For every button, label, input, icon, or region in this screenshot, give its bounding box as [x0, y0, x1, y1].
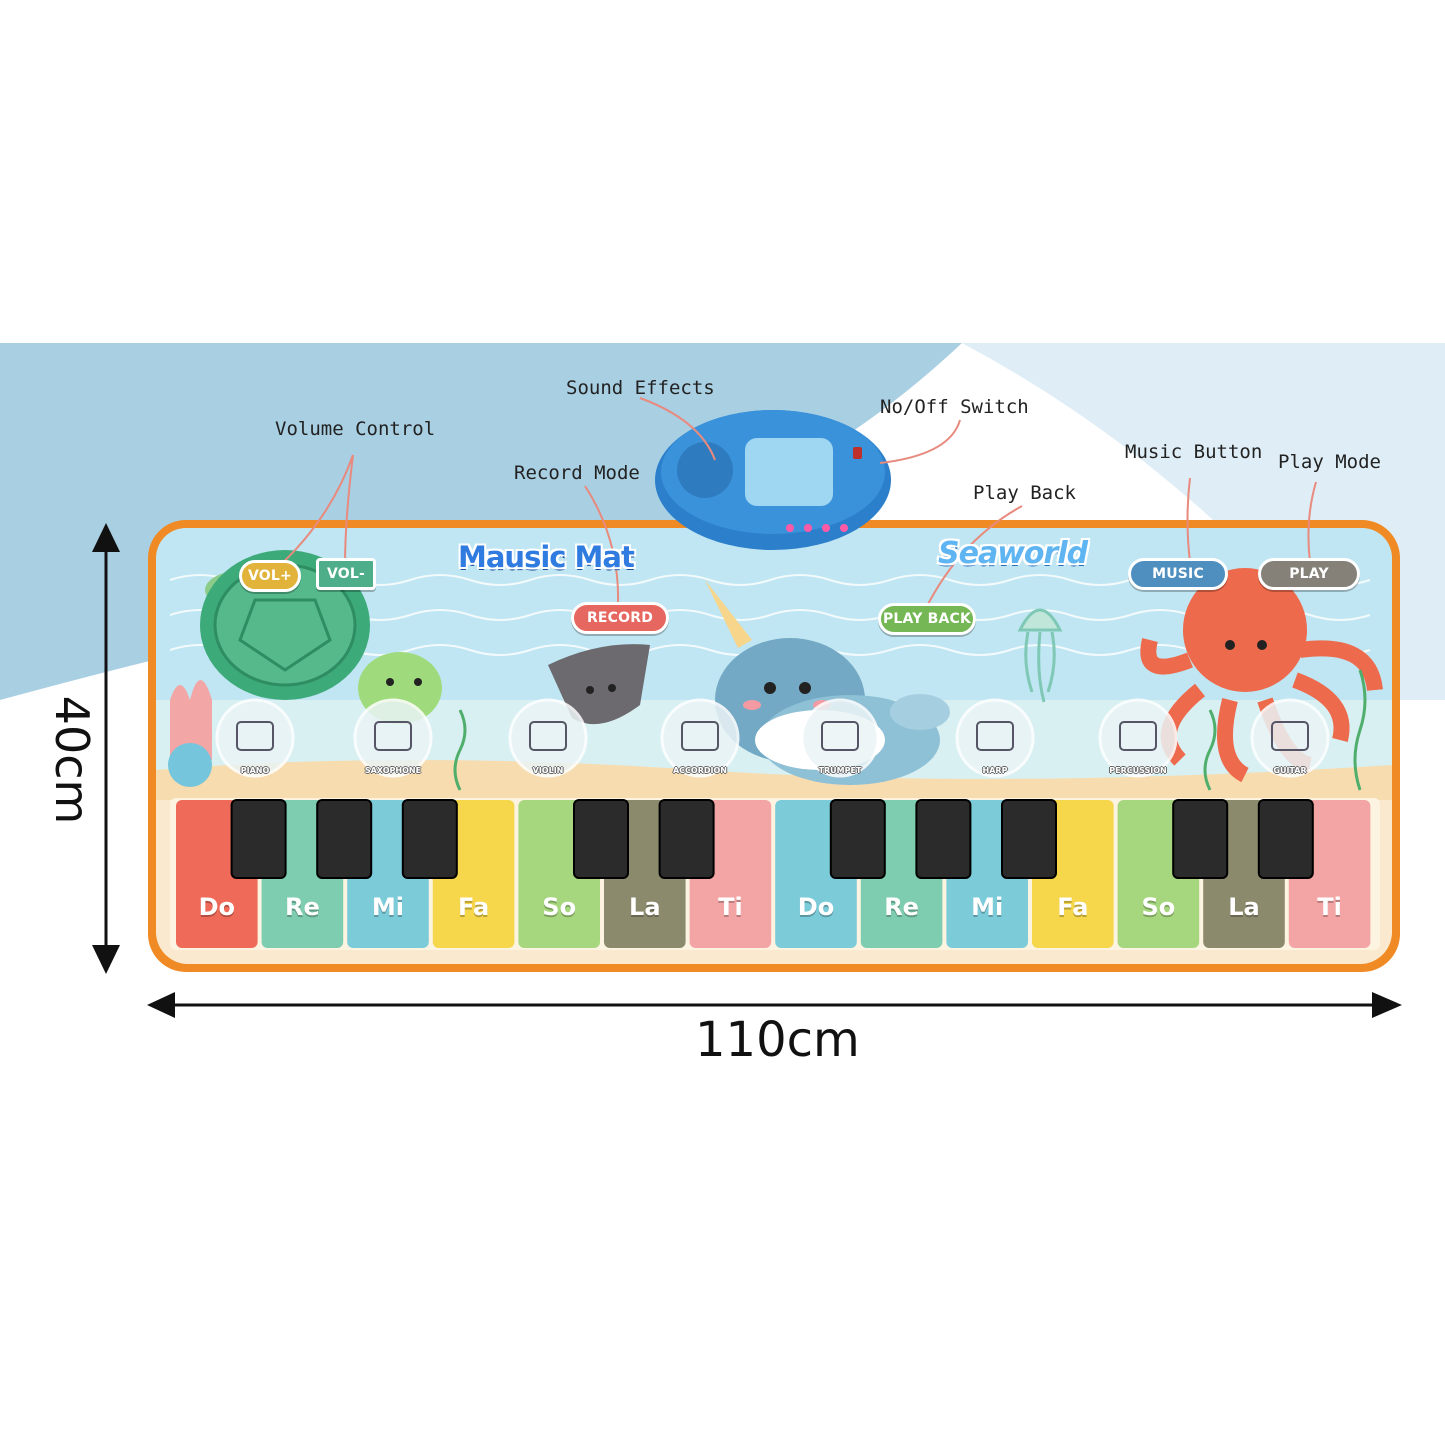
- black-key[interactable]: [658, 799, 715, 879]
- instrument-glyph: [681, 721, 719, 751]
- mat-title: Mausic Mat: [458, 540, 635, 574]
- instrument-glyph: [529, 721, 567, 751]
- record-button[interactable]: RECORD: [571, 602, 669, 634]
- black-key[interactable]: [573, 799, 629, 879]
- instrument-accordion-icon[interactable]: [660, 698, 740, 778]
- callout-on-off-switch: No/Off Switch: [880, 396, 1029, 418]
- piano-key-label: Ti: [1317, 893, 1342, 921]
- callout-sound-effects: Sound Effects: [566, 377, 715, 399]
- piano-key-label: Fa: [458, 893, 490, 921]
- black-key[interactable]: [1001, 799, 1057, 879]
- play-back-button[interactable]: PLAY BACK: [878, 603, 976, 635]
- vol-down-button[interactable]: VOL-: [316, 558, 376, 590]
- mat-subtitle: Seaworld: [938, 536, 1088, 571]
- instrument-label: PERCUSSION: [1109, 766, 1167, 775]
- instrument-label: HARP: [982, 766, 1008, 775]
- black-key[interactable]: [316, 799, 373, 879]
- black-key[interactable]: [829, 799, 886, 879]
- instrument-guitar-icon[interactable]: [1250, 698, 1330, 778]
- jellyfish-icon: [1017, 608, 1063, 703]
- piano-key-label: Re: [285, 893, 320, 921]
- play-button[interactable]: PLAY: [1258, 558, 1360, 590]
- instrument-label: VIOLIN: [532, 766, 564, 775]
- instrument-glyph: [1271, 721, 1309, 751]
- instrument-violin-icon[interactable]: [508, 698, 588, 778]
- black-key[interactable]: [230, 799, 287, 879]
- black-key[interactable]: [915, 799, 972, 879]
- instrument-glyph: [976, 721, 1014, 751]
- piano-key-label: La: [629, 893, 661, 921]
- piano-key-label: So: [1141, 893, 1176, 921]
- height-arrow: [92, 523, 120, 974]
- width-arrow: [147, 992, 1402, 1018]
- piano-key-label: Mi: [371, 893, 405, 921]
- piano-key-label: La: [1228, 893, 1260, 921]
- instrument-label: TRUMPET: [818, 766, 862, 775]
- width-dimension: 110cm: [695, 1012, 860, 1068]
- piano-key-label: Re: [884, 893, 919, 921]
- piano-key-label: Fa: [1057, 893, 1089, 921]
- instrument-piano-icon[interactable]: [215, 698, 295, 778]
- callout-volume-control: Volume Control: [275, 418, 436, 440]
- piano-key-label: Do: [198, 893, 235, 921]
- instrument-glyph: [821, 721, 859, 751]
- controller-unit: [655, 410, 891, 550]
- piano-key-label: So: [542, 893, 577, 921]
- instrument-label: PIANO: [240, 766, 270, 775]
- instrument-glyph: [374, 721, 412, 751]
- manta-ray-icon: [548, 644, 650, 725]
- callout-record-mode: Record Mode: [514, 462, 640, 484]
- piano-key-label: Mi: [971, 893, 1004, 921]
- coral-icon: [168, 680, 212, 787]
- instrument-badges: [215, 698, 1330, 778]
- piano-key-label: Do: [797, 893, 835, 921]
- instrument-label: ACCORDION: [672, 766, 727, 775]
- callout-play-mode: Play Mode: [1278, 451, 1381, 473]
- instrument-harp-icon[interactable]: [955, 698, 1035, 778]
- instrument-percussion-icon[interactable]: [1098, 698, 1178, 778]
- piano-key-label: Ti: [718, 893, 743, 921]
- power-switch: [853, 447, 862, 459]
- speaker-icon: [677, 442, 733, 498]
- instrument-label: SAXOPHONE: [364, 766, 422, 775]
- callout-play-back: Play Back: [973, 482, 1076, 504]
- black-key[interactable]: [1257, 799, 1314, 879]
- instrument-glyph: [236, 721, 274, 751]
- black-key[interactable]: [401, 799, 458, 879]
- vol-up-button[interactable]: VOL+: [239, 560, 301, 592]
- black-keys: [230, 799, 1314, 879]
- height-dimension: 40cm: [45, 695, 99, 825]
- black-key[interactable]: [1172, 799, 1229, 879]
- instrument-trumpet-icon[interactable]: [800, 698, 880, 778]
- instrument-saxophone-icon[interactable]: [353, 698, 433, 778]
- instrument-label: GUITAR: [1273, 766, 1307, 775]
- instrument-glyph: [1119, 721, 1157, 751]
- screen-panel: [745, 438, 833, 506]
- callout-music-button: Music Button: [1125, 441, 1263, 463]
- music-button[interactable]: MUSIC: [1128, 558, 1228, 590]
